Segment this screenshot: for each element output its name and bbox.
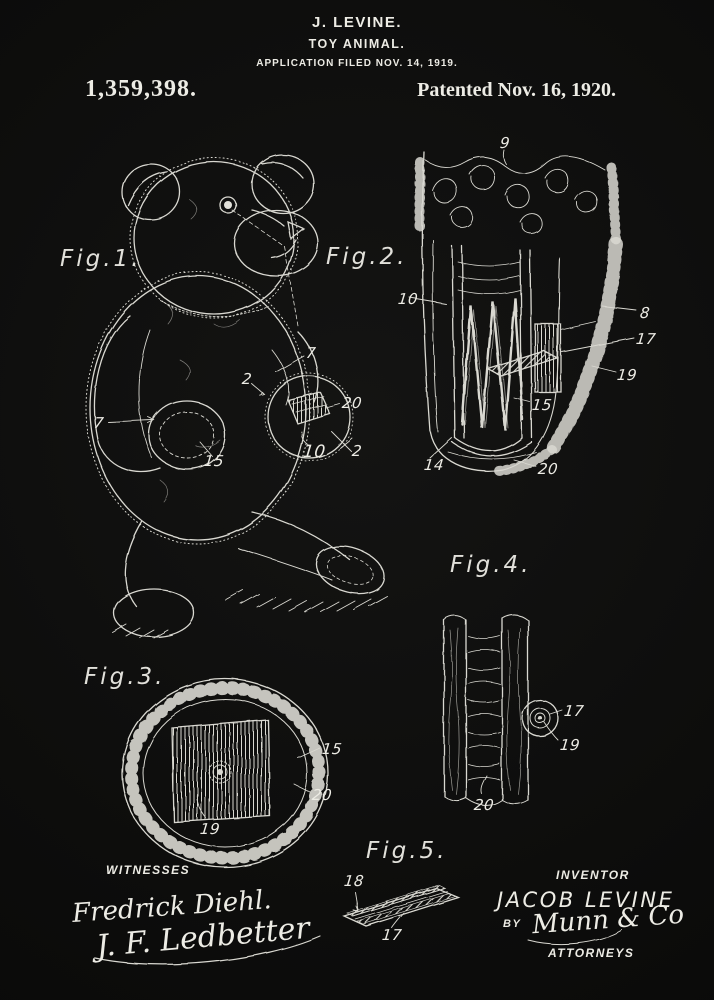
fig1-label: Fig.1.: [60, 246, 142, 272]
ref-17-fig2: 17: [635, 330, 658, 348]
fig2-label: Fig.2.: [326, 244, 408, 270]
ref-20-fig2: 20: [537, 460, 560, 478]
ref-9-fig2: 9: [499, 134, 511, 152]
ref-20-fig4: 20: [473, 796, 496, 814]
ref-20-fig1: 20: [341, 394, 364, 412]
ref-8-fig2: 8: [639, 304, 651, 322]
ref-15-fig3: 15: [321, 740, 344, 758]
ref-17-fig4: 17: [563, 702, 586, 720]
ref-15-fig1: 15: [203, 452, 226, 470]
witnesses-label: WITNESSES: [106, 863, 191, 877]
ref-19-fig4: 19: [559, 736, 582, 754]
ref-10-fig2: 10: [397, 290, 420, 308]
title-line: TOY ANIMAL.: [308, 37, 406, 51]
inventor-line: J. LEVINE.: [311, 14, 403, 31]
ref-7-fig1: 7: [305, 344, 317, 362]
ref-17-fig5: 17: [381, 926, 404, 944]
patent-date: Patented Nov. 16, 1920.: [417, 79, 616, 101]
signature-flourishes: [94, 929, 623, 965]
fig5-plate-drawing: [342, 884, 460, 929]
attorneys-label: ATTORNEYS: [548, 946, 635, 960]
ref-18-fig5: 18: [343, 872, 366, 890]
ref-19-fig2: 19: [616, 366, 639, 384]
fig4-disc-side-drawing: [443, 614, 563, 806]
fig3-disc-drawing: [121, 678, 329, 868]
inventor-name: JACOB LEVINE: [497, 888, 675, 912]
fig1-bear-drawing: [85, 154, 388, 639]
ref-7b-fig1: 7: [93, 414, 105, 432]
fig3-label: Fig.3.: [84, 664, 166, 690]
ref-2b-fig1: 2: [351, 442, 363, 460]
ref-15-fig2: 15: [531, 396, 554, 414]
fig2-cross-section-drawing: [409, 149, 637, 476]
application-line: APPLICATION FILED NOV. 14, 1919.: [256, 58, 458, 69]
ref-2-fig1: 2: [241, 370, 253, 388]
ref-20-fig3: 20: [311, 786, 334, 804]
fig5-label: Fig.5.: [366, 838, 448, 864]
document-header: J. LEVINE. TOY ANIMAL. APPLICATION FILED…: [0, 14, 714, 69]
ref-10-fig1: 10: [301, 442, 327, 462]
ref-19-fig3: 19: [199, 820, 222, 838]
ref-14-fig2: 14: [423, 456, 446, 474]
by-label: BY: [503, 918, 522, 930]
patent-number: 1,359,398.: [85, 76, 197, 102]
inventor-label: INVENTOR: [556, 868, 630, 882]
fig4-label: Fig.4.: [450, 552, 532, 578]
